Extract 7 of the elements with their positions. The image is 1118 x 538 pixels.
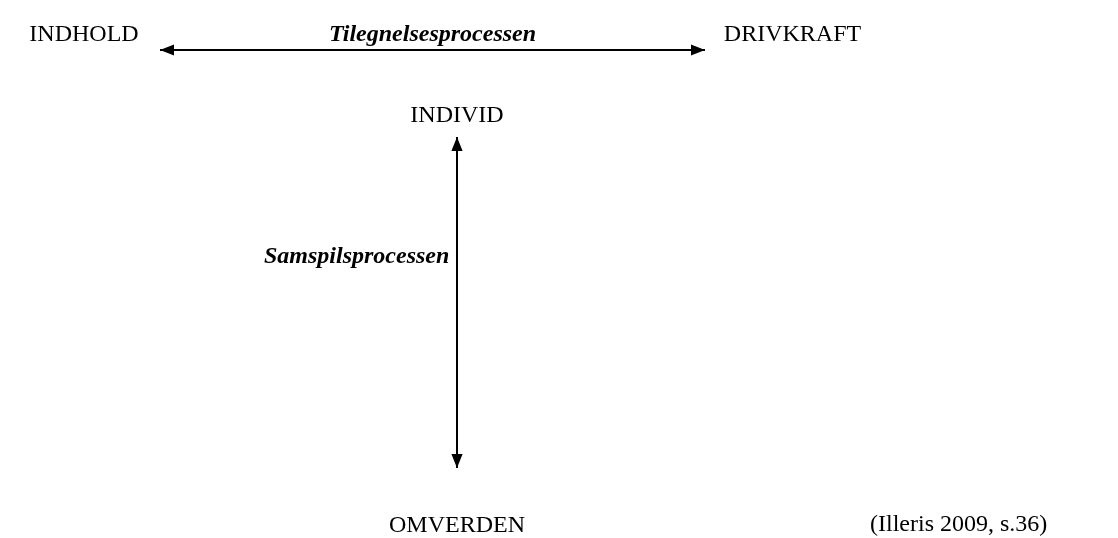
node-label: INDIVID (410, 100, 504, 128)
double-arrow (451, 136, 463, 469)
node-label: DRIVKRAFT (723, 19, 862, 47)
double-arrow (159, 44, 706, 56)
citation-text: (Illeris 2009, s.36) (870, 509, 1048, 537)
node-label: INDHOLD (29, 19, 139, 47)
node-label: OMVERDEN (389, 510, 525, 538)
